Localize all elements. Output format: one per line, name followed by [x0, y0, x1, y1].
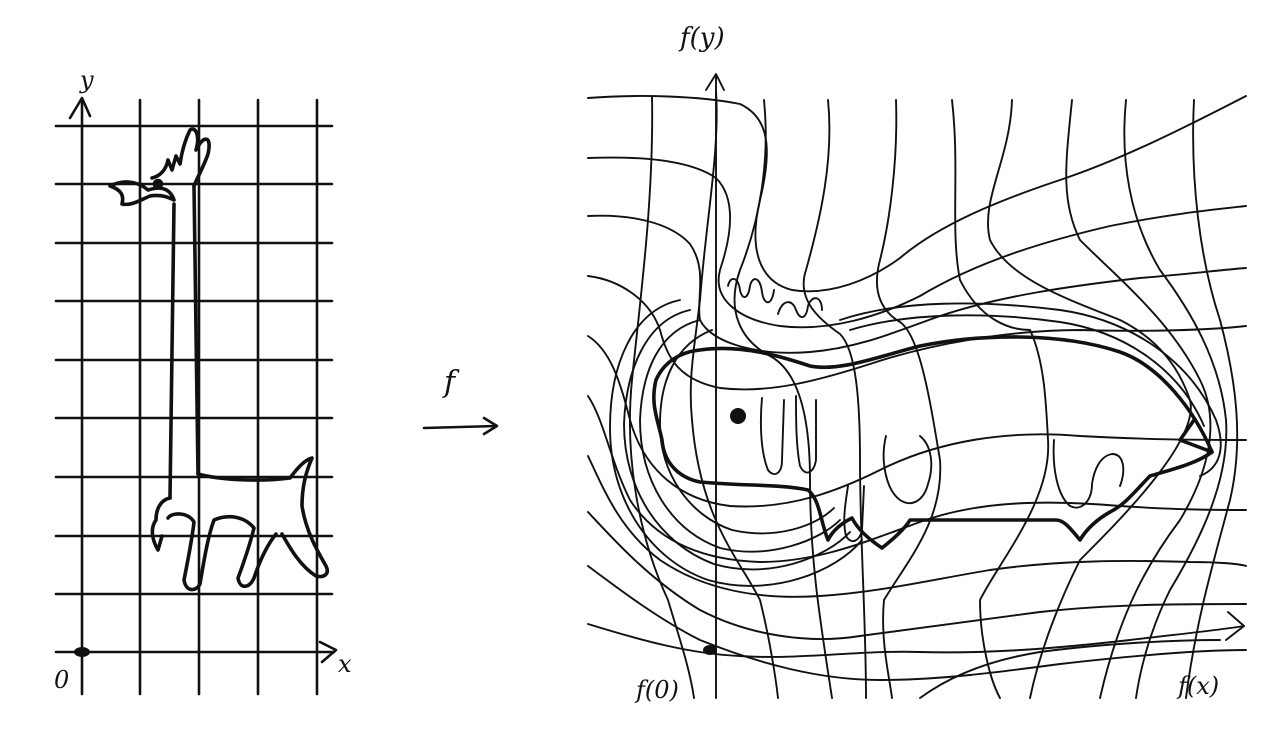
target-y-label: f(y): [678, 23, 725, 53]
giraffe-drawing: [108, 127, 330, 592]
target-x-label: f(x): [1176, 672, 1219, 700]
target-axes: [587, 73, 1245, 699]
source-y-arrowhead: [68, 96, 92, 120]
rhino-eye-dot: [730, 408, 746, 424]
target-x-axis: [587, 623, 1245, 658]
source-axes: [54, 96, 338, 696]
mapping-label: f: [442, 365, 460, 400]
mapping-arrow: [422, 416, 499, 436]
source-y-label: y: [79, 66, 94, 94]
target-y-arrowhead: [705, 73, 725, 91]
source-origin-dot: [74, 647, 90, 657]
source-x-arrowhead: [318, 640, 338, 664]
target-origin-dot: [703, 645, 717, 655]
target-x-arrowhead: [1225, 611, 1245, 641]
source-x-label: x: [338, 650, 352, 678]
source-origin-label: 0: [54, 666, 69, 694]
target-origin-label: f(0): [634, 676, 679, 704]
rhino-drawing: [652, 335, 1214, 550]
warped-grid: [587, 91, 1247, 699]
